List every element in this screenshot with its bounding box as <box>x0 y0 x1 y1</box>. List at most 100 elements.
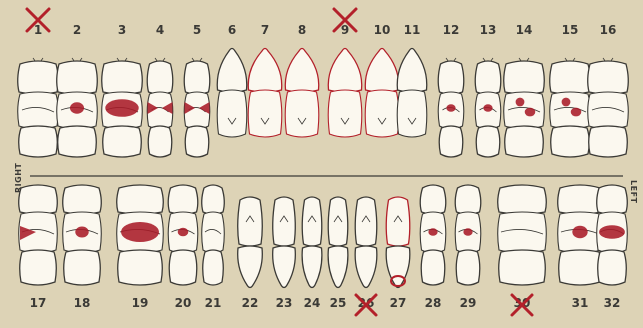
filling-mark <box>572 226 587 238</box>
tooth-21[interactable]: 21 <box>202 185 225 310</box>
tooth-number: 3 <box>118 23 126 37</box>
lingual-crown-outline <box>103 126 142 157</box>
tooth-number: 20 <box>175 296 192 310</box>
buccal-crown-outline <box>18 61 59 94</box>
tooth-number: 24 <box>304 296 321 310</box>
tooth-number: 21 <box>205 296 222 310</box>
tooth-number: 4 <box>156 23 164 37</box>
tooth-number: 28 <box>425 296 442 310</box>
lingual-crown-outline <box>476 126 500 157</box>
tooth-26[interactable]: 26 <box>355 197 377 315</box>
tooth-19[interactable]: 19 <box>117 185 164 310</box>
left-side-label: LEFT <box>629 180 638 204</box>
tooth-17[interactable]: 17 <box>19 185 58 310</box>
lingual-crown-outline <box>117 185 164 214</box>
tooth-9[interactable]: 9 <box>328 9 362 137</box>
buccal-crown-outline <box>550 61 591 94</box>
lingual-crown-outline <box>202 185 225 214</box>
tooth-4[interactable]: 4 <box>147 23 173 157</box>
buccal-crown-outline <box>438 61 464 94</box>
lingual-crown-outline <box>58 126 97 157</box>
tooth-14[interactable]: 14 <box>504 23 545 157</box>
tooth-5[interactable]: 5 <box>184 23 210 157</box>
tooth-30[interactable]: 30 <box>498 185 547 315</box>
filling-mark <box>75 227 88 238</box>
filling-mark <box>562 98 571 107</box>
filling-mark <box>105 99 138 117</box>
filling-mark <box>483 104 492 112</box>
incisal-view-outline <box>273 197 296 246</box>
filling-mark <box>178 228 189 237</box>
labial-crown-outline <box>365 49 398 93</box>
tooth-32[interactable]: 32 <box>597 185 628 310</box>
labial-crown-outline <box>248 49 281 93</box>
labial-crown-outline <box>302 246 322 288</box>
tooth-3[interactable]: 3 <box>102 23 143 157</box>
tooth-number: 25 <box>330 296 347 310</box>
tooth-22[interactable]: 22 <box>238 197 263 310</box>
tooth-27[interactable]: 27 <box>386 197 410 310</box>
tooth-11[interactable]: 11 <box>397 23 427 137</box>
labial-crown-outline <box>238 246 263 288</box>
labial-crown-outline <box>285 49 318 93</box>
tooth-number: 27 <box>390 296 407 310</box>
tooth-25[interactable]: 25 <box>328 197 348 310</box>
tooth-23[interactable]: 23 <box>273 197 296 310</box>
tooth-number: 18 <box>74 296 91 310</box>
filling-mark <box>428 228 437 236</box>
tooth-12[interactable]: 12 <box>438 23 464 157</box>
lingual-crown-outline <box>597 185 628 214</box>
lingual-crown-outline <box>558 185 603 214</box>
buccal-crown-outline <box>475 61 501 94</box>
tooth-28[interactable]: 28 <box>420 185 446 310</box>
buccal-crown-outline <box>499 250 546 285</box>
buccal-crown-outline <box>102 61 143 94</box>
tooth-number: 11 <box>404 23 421 37</box>
buccal-crown-outline <box>147 61 173 94</box>
tooth-number: 15 <box>562 23 579 37</box>
lingual-crown-outline <box>551 126 590 157</box>
filling-mark <box>463 228 472 236</box>
tooth-number: 1 <box>34 23 42 37</box>
lingual-crown-outline <box>19 126 58 157</box>
tooth-20[interactable]: 20 <box>168 185 198 310</box>
buccal-crown-outline <box>421 250 445 285</box>
labial-crown-outline <box>355 246 377 288</box>
tooth-2[interactable]: 2 <box>57 23 98 157</box>
incisal-view-outline <box>285 90 319 137</box>
tooth-6[interactable]: 6 <box>217 23 247 137</box>
incisal-view-outline <box>355 197 377 246</box>
tooth-29[interactable]: 29 <box>455 185 481 310</box>
labial-crown-outline <box>397 49 427 93</box>
tooth-8[interactable]: 8 <box>285 23 319 137</box>
occlusal-surface <box>202 212 225 253</box>
tooth-18[interactable]: 18 <box>63 185 102 310</box>
tooth-31[interactable]: 31 <box>558 185 603 310</box>
incisal-view-outline <box>248 90 282 137</box>
labial-crown-outline <box>217 49 247 93</box>
lingual-crown-outline <box>420 185 446 214</box>
tooth-7[interactable]: 7 <box>248 23 282 137</box>
tooth-24[interactable]: 24 <box>302 197 322 310</box>
filling-mark <box>516 98 525 107</box>
lingual-crown-outline <box>455 185 481 214</box>
buccal-crown-outline <box>456 250 480 285</box>
tooth-15[interactable]: 15 <box>550 23 591 157</box>
incisal-view-outline <box>365 90 399 137</box>
tooth-number: 29 <box>460 296 477 310</box>
occlusal-surface <box>588 92 629 129</box>
filling-mark <box>446 104 455 112</box>
tooth-16[interactable]: 16 <box>588 23 629 157</box>
incisal-view-outline <box>328 90 362 137</box>
lingual-crown-outline <box>148 126 172 157</box>
lingual-crown-outline <box>185 126 209 157</box>
tooth-number: 14 <box>516 23 533 37</box>
tooth-1[interactable]: 1 <box>18 9 59 157</box>
tooth-10[interactable]: 10 <box>365 23 399 137</box>
tooth-number: 5 <box>193 23 201 37</box>
tooth-13[interactable]: 13 <box>475 23 501 157</box>
lingual-crown-outline <box>439 126 463 157</box>
